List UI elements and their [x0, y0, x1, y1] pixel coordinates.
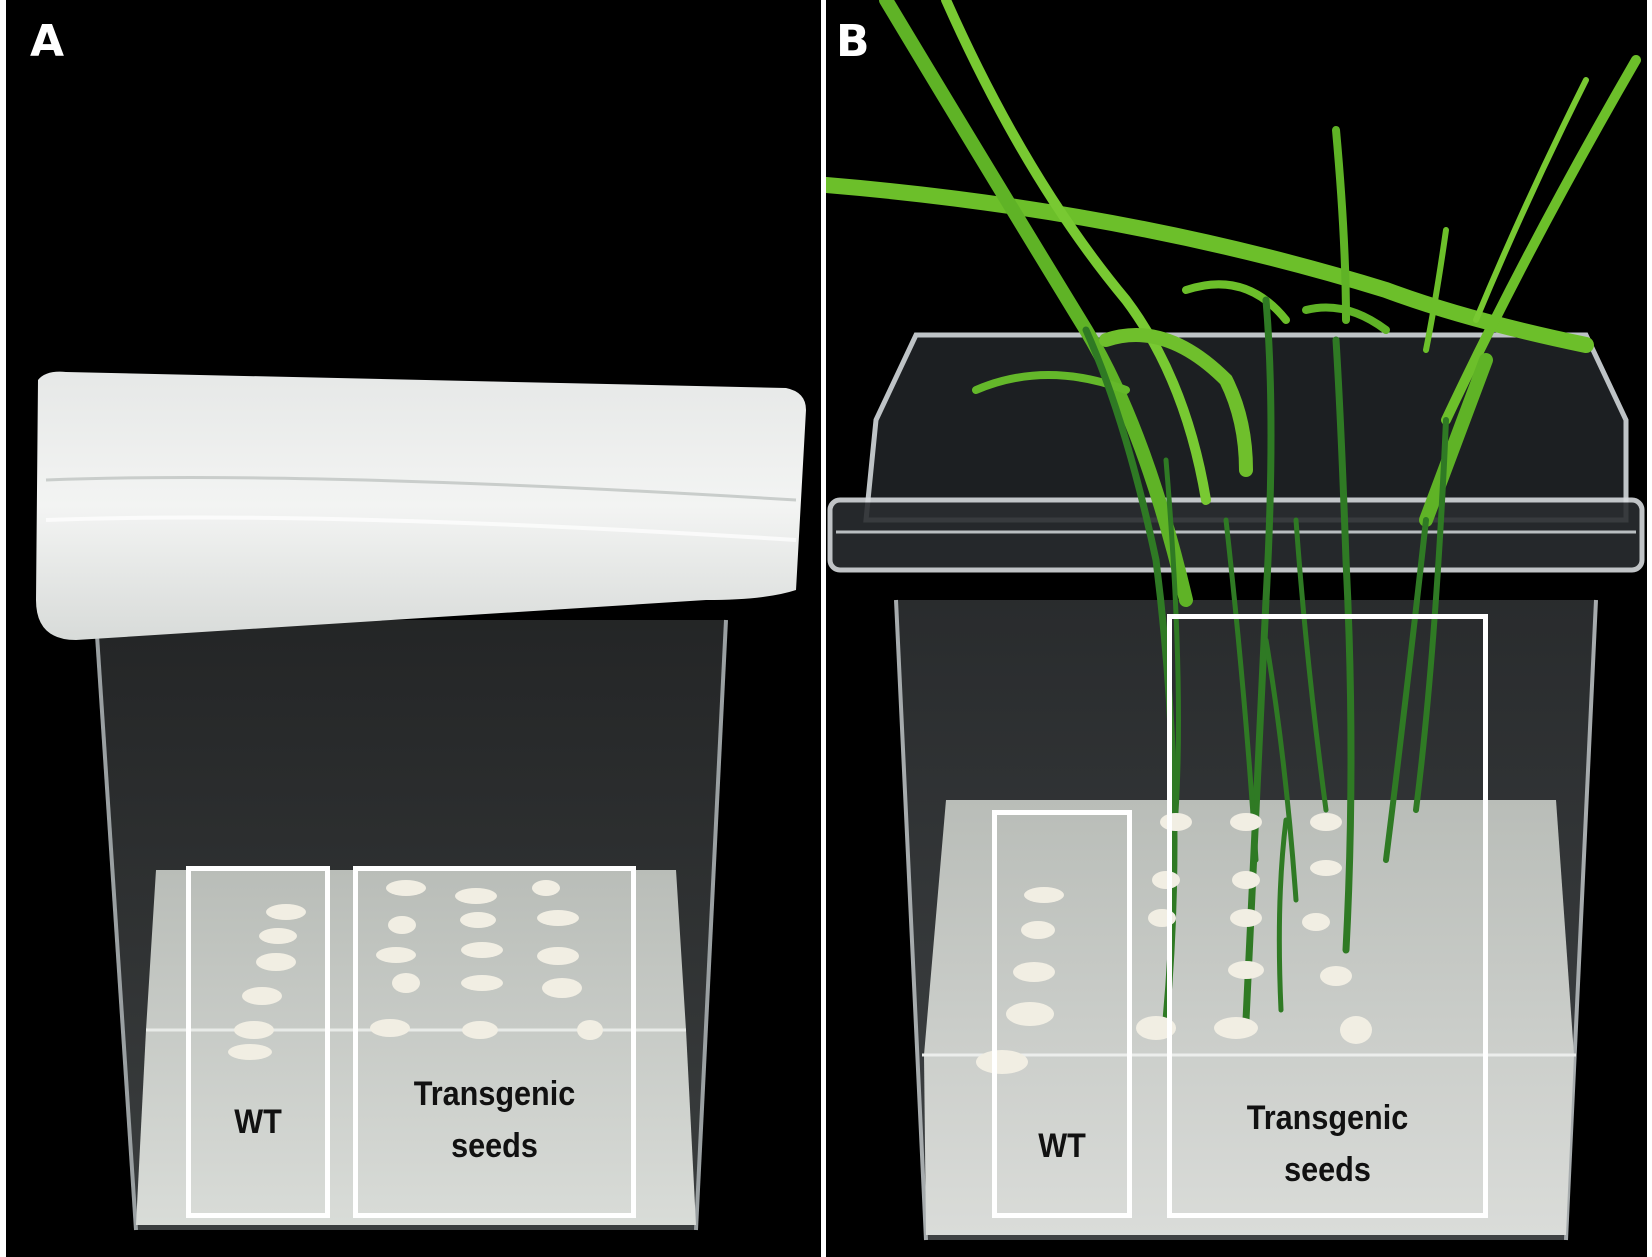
panel-a-letter: A: [30, 16, 65, 67]
wt-box-b: [992, 810, 1132, 1218]
panel-b: B WT Transgenic seeds: [826, 0, 1647, 1257]
wt-label-a: WT: [234, 1103, 282, 1141]
rice-leaves: [826, 0, 1641, 607]
transgenic-box-a: [353, 866, 636, 1218]
transgenic-label-a-line2: seeds: [451, 1127, 538, 1165]
transgenic-box-b: [1167, 614, 1488, 1218]
seeds-wt: [228, 904, 306, 1060]
seeds-transgenic-b: [1136, 813, 1372, 1044]
transgenic-label-b-line1: Transgenic: [1246, 1099, 1409, 1137]
transgenic-label-b-line2: seeds: [1284, 1151, 1371, 1189]
wt-box-a: [186, 866, 330, 1218]
seeds-transgenic: [370, 880, 603, 1040]
paper-lid: [36, 371, 806, 640]
panel-a: A WT Transgenic seeds: [6, 0, 821, 1257]
panel-b-letter: B: [836, 16, 870, 67]
panel-b-photo: [826, 0, 1645, 1241]
panel-a-photo: [36, 371, 806, 1231]
wt-label-b: WT: [1038, 1127, 1086, 1165]
transgenic-label-a-line1: Transgenic: [413, 1075, 576, 1113]
seeds-wt-b: [976, 887, 1064, 1074]
